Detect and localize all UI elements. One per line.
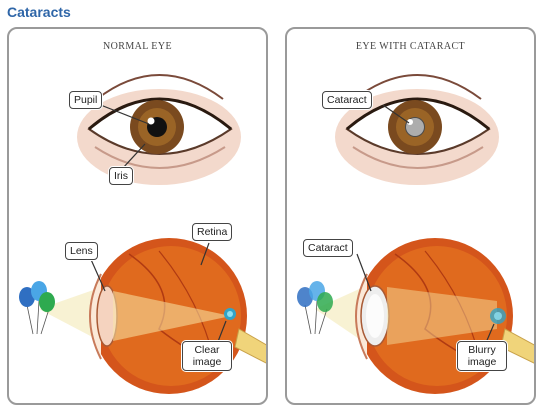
blurry-image-label-line1: Blurry <box>468 344 495 356</box>
cataract-balloons-icon <box>297 281 333 334</box>
lens-label: Lens <box>65 242 98 260</box>
clear-image-label-line2: image <box>193 356 222 368</box>
front-cataract-label: Cataract <box>322 91 372 109</box>
pupil-label: Pupil <box>69 91 102 109</box>
blurry-image-label: Blurry image <box>457 341 507 371</box>
cataract-eye-panel: EYE WITH CATARACT <box>285 27 536 405</box>
iris-label: Iris <box>109 167 133 185</box>
clear-image-label-line1: Clear <box>194 344 219 356</box>
clear-image-label: Clear image <box>182 341 232 371</box>
side-cataract-label: Cataract <box>303 239 353 257</box>
normal-front-eye <box>77 75 241 185</box>
normal-eye-panel: NORMAL EYE <box>7 27 268 405</box>
normal-balloons-icon <box>19 281 55 334</box>
blurry-image-label-line2: image <box>468 356 497 368</box>
retina-label: Retina <box>192 223 232 241</box>
page-title: Cataracts <box>7 4 71 20</box>
normal-eye-cross-section <box>19 238 268 394</box>
